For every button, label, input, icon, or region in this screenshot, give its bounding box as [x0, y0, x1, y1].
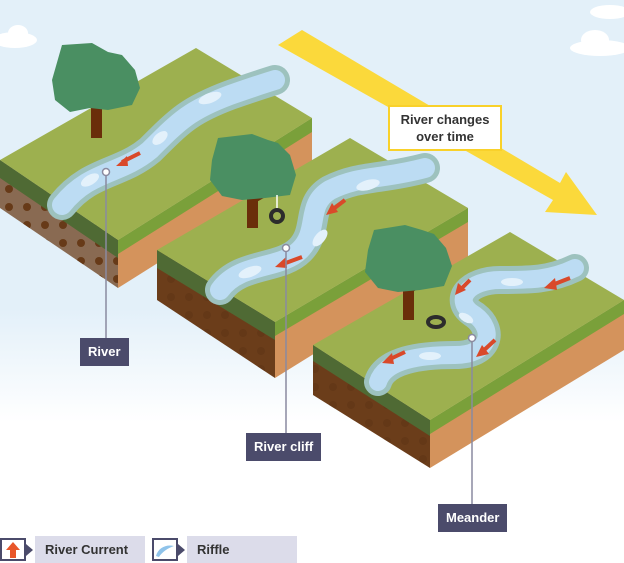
tree-icon: [210, 134, 296, 228]
tree-icon: [52, 43, 140, 138]
label-meander: Meander: [438, 504, 508, 532]
label-river-cliff: River cliff: [246, 433, 322, 461]
cloud-icon: [0, 5, 624, 56]
legend-label: Riffle: [187, 536, 297, 563]
riffle-icon: [152, 538, 178, 561]
tree-icon: [365, 225, 452, 329]
terrain-block-3: [313, 225, 624, 468]
arrow-up-icon: [0, 538, 26, 561]
tire-swing-icon: [269, 208, 285, 224]
legend-riffle: Riffle: [152, 536, 297, 563]
time-callout: River changes over time: [388, 105, 502, 151]
legend-river-current: River Current: [0, 536, 145, 563]
label-river: River: [80, 338, 129, 366]
legend-label: River Current: [35, 536, 145, 563]
leader-lines: [101, 167, 477, 504]
tire-icon: [426, 315, 446, 329]
